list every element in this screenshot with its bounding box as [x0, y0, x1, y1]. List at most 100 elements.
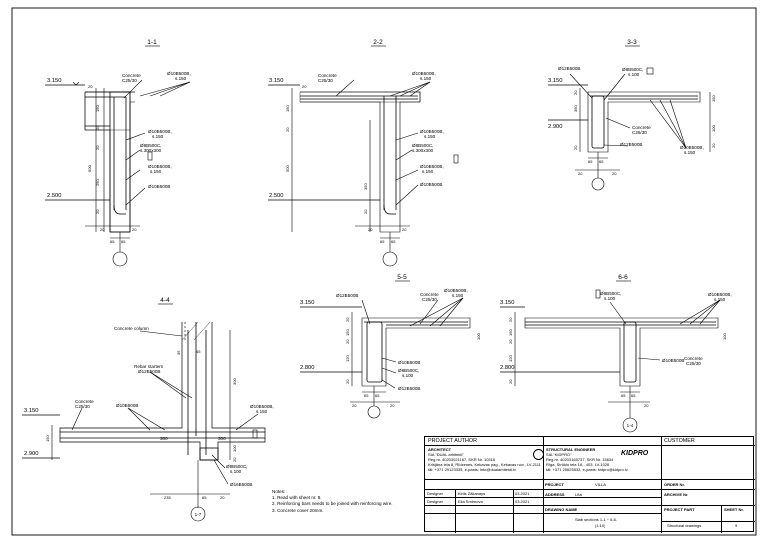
- svg-text:Ø10B500B: Ø10B500B: [398, 360, 420, 365]
- svg-text:300: 300: [218, 436, 226, 441]
- svg-text:65: 65: [364, 393, 369, 398]
- svg-text:350: 350: [573, 105, 578, 112]
- svg-text:20: 20: [711, 143, 716, 148]
- section-1-1: 1-1 3.150 2.500 Concret: [45, 39, 191, 267]
- svg-text:C25/30: C25/30: [122, 78, 137, 83]
- level-bottom: 2.800: [300, 365, 315, 371]
- svg-text:65: 65: [375, 393, 380, 398]
- svg-text:20: 20: [345, 339, 350, 344]
- architect-contacts: tāl: +371 29123335, e-pasts: info@dualar…: [428, 467, 517, 472]
- svg-text:20: 20: [390, 403, 395, 408]
- level-bottom: 2.500: [269, 193, 284, 199]
- architect-logo: [533, 449, 544, 460]
- svg-text:20: 20: [220, 495, 225, 500]
- svg-text:C25/30: C25/30: [422, 297, 437, 302]
- customer-heading: CUSTOMER: [664, 438, 695, 444]
- svg-text:100: 100: [232, 445, 237, 452]
- general-notes: Notes: 1. Read with sheet nr. 8. 2. Rein…: [272, 489, 393, 514]
- architect-label: ARCHITECT: [428, 447, 452, 452]
- svg-text:20: 20: [352, 403, 357, 408]
- designer2-date: 03.2021: [515, 499, 530, 504]
- section-title: 3-3: [627, 39, 637, 46]
- level-top: 3.150: [47, 78, 62, 84]
- svg-text:s.150: s.150: [420, 76, 432, 81]
- svg-text:20: 20: [644, 403, 649, 408]
- svg-text:20: 20: [132, 227, 137, 232]
- svg-text:100: 100: [476, 333, 481, 340]
- archive-label: ARCHIVE Nr.: [664, 492, 689, 497]
- svg-text:s.150: s.150: [422, 169, 434, 174]
- svg-text:Ø10B500B,: Ø10B500B,: [250, 404, 274, 409]
- svg-text:100: 100: [722, 333, 727, 340]
- svg-text:s.150: s.150: [684, 150, 696, 155]
- svg-text:s.150: s.150: [714, 297, 726, 302]
- svg-text:Concrete column: Concrete column: [114, 326, 149, 331]
- svg-text:20: 20: [232, 457, 237, 462]
- svg-text:65: 65: [621, 393, 626, 398]
- svg-text:20: 20: [573, 145, 578, 150]
- svg-text:20: 20: [612, 171, 617, 176]
- section-title: 6-6: [618, 274, 628, 281]
- svg-text:500: 500: [87, 165, 92, 172]
- svg-text:Ø12B500B: Ø12B500B: [138, 369, 160, 374]
- svg-text:Ø10B500B,: Ø10B500B,: [680, 145, 704, 150]
- svg-text:300: 300: [232, 378, 237, 385]
- sheet-number: 9: [735, 523, 738, 528]
- architect-name: SIA "DUAL arhitekti": [428, 452, 464, 457]
- svg-text:20: 20: [302, 84, 307, 89]
- sheet-border: [11, 7, 757, 536]
- drawing-name: Slab sections 1-1 ÷ 6-6.: [575, 517, 617, 522]
- section-4-4: 4-4 3.150 2.900 Concrete column Rebar st…: [22, 297, 274, 522]
- svg-text:Ø12B500B: Ø12B500B: [336, 293, 358, 298]
- project-part-label: PROJECT PART: [664, 507, 695, 512]
- svg-text:Ø10B500B,: Ø10B500B,: [148, 164, 172, 169]
- svg-text:s.100: s.100: [402, 373, 414, 378]
- svg-text:C25/30: C25/30: [686, 361, 701, 366]
- svg-text:s.150: s.150: [175, 76, 187, 81]
- section-5-5: 5-5 3.150 2.800 Ø12B500B Concrete C25/30…: [300, 274, 481, 419]
- svg-text:20: 20: [95, 145, 100, 150]
- svg-text:s.100: s.100: [628, 72, 640, 77]
- svg-text:Ø10B500B: Ø10B500B: [148, 184, 170, 189]
- level-top: 3.150: [548, 78, 563, 84]
- svg-text:Ø16B500B: Ø16B500B: [230, 482, 252, 487]
- svg-text:20: 20: [508, 379, 513, 384]
- svg-text:65: 65: [391, 239, 396, 244]
- svg-text:65: 65: [202, 495, 207, 500]
- section-title: 5-5: [397, 274, 407, 281]
- detail-mark: 1-7: [195, 512, 202, 517]
- svg-text:20: 20: [95, 209, 100, 214]
- level-bottom: 2.800: [500, 365, 515, 371]
- svg-text:20: 20: [88, 84, 93, 89]
- engineer-label: STRUCTURAL ENGINEER: [546, 447, 596, 452]
- svg-text:500: 500: [285, 165, 290, 172]
- svg-text:s.150: s.150: [424, 134, 436, 139]
- section-title: 1-1: [147, 39, 157, 46]
- svg-text:20: 20: [402, 227, 407, 232]
- engineer-reg: Reg.nr. 40203165737, SKR Nr. 15634: [546, 457, 614, 462]
- svg-text:20: 20: [285, 127, 290, 132]
- project-value: VILLA: [595, 482, 606, 487]
- svg-text:20: 20: [363, 209, 368, 214]
- drawing-scale: (1:10): [595, 523, 606, 528]
- section-3-3: 3-3 3.150 2.900 Ø12B500B Ø8B500C, s.100 …: [548, 39, 716, 191]
- svg-text:65: 65: [631, 393, 636, 398]
- svg-text:20: 20: [578, 171, 583, 176]
- level-top: 3.150: [269, 78, 284, 84]
- svg-text:Ø12B500B: Ø12B500B: [558, 66, 580, 71]
- svg-text:s.150: s.150: [256, 409, 268, 414]
- svg-text:Ø10B500B,: Ø10B500B,: [412, 71, 436, 76]
- svg-text:35: 35: [176, 350, 181, 355]
- svg-text:s.150: s.150: [152, 134, 164, 139]
- address-label: ADDRESS: [545, 492, 565, 497]
- svg-text:Ø10B500B,: Ø10B500B,: [420, 129, 444, 134]
- svg-text:Ø8B500C,: Ø8B500C,: [140, 143, 161, 148]
- svg-text:250: 250: [95, 179, 100, 186]
- svg-text:65: 65: [121, 239, 126, 244]
- level-top: 3.150: [500, 300, 515, 306]
- svg-text:350: 350: [363, 183, 368, 190]
- svg-text:20: 20: [368, 227, 373, 232]
- svg-text:C25/30: C25/30: [75, 404, 90, 409]
